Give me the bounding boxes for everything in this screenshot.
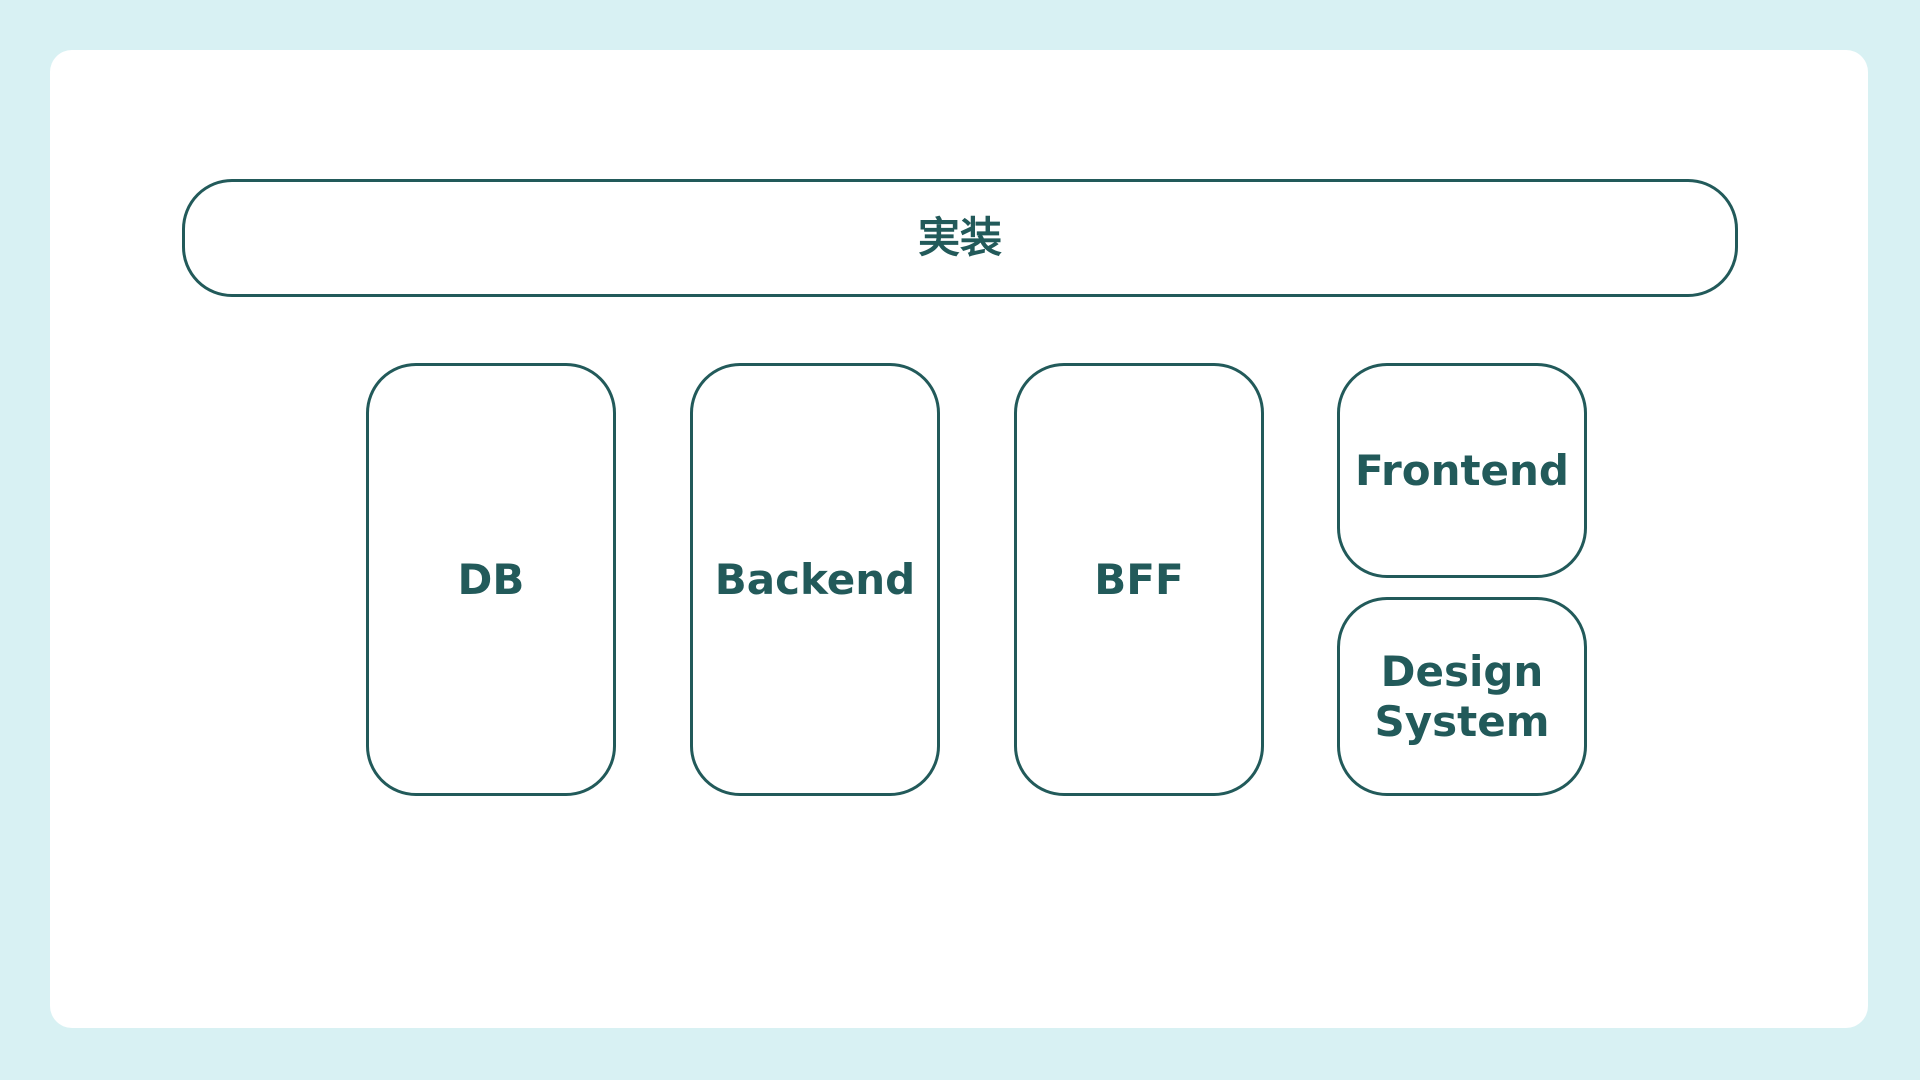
design-system-box: Design System xyxy=(1337,597,1587,796)
design-system-label: Design System xyxy=(1374,646,1550,746)
bff-box: BFF xyxy=(1014,363,1264,796)
frontend-box: Frontend xyxy=(1337,363,1587,578)
bff-label: BFF xyxy=(1094,554,1184,604)
backend-box: Backend xyxy=(690,363,940,796)
db-box: DB xyxy=(366,363,616,796)
implementation-label: 実装 xyxy=(917,213,1002,263)
db-label: DB xyxy=(457,554,525,604)
backend-label: Backend xyxy=(714,554,916,604)
frontend-label: Frontend xyxy=(1355,445,1569,495)
implementation-bar: 実装 xyxy=(182,179,1738,297)
